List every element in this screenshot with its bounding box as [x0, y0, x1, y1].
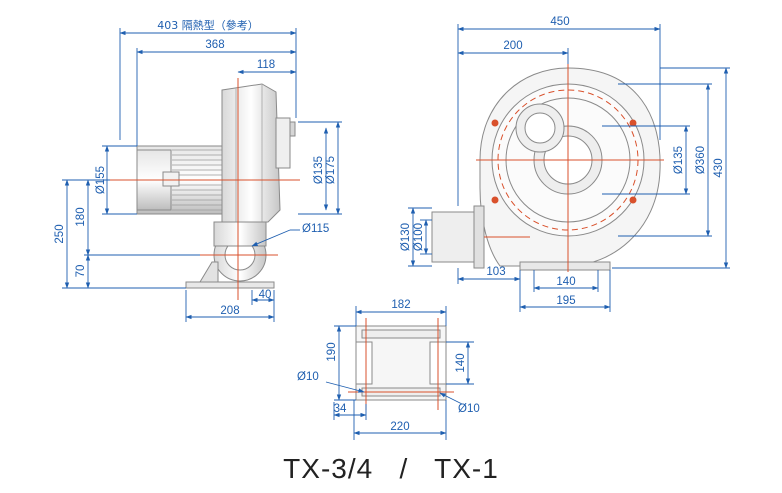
label-width: 450	[550, 16, 569, 28]
label-shaft-height: 180	[75, 207, 87, 226]
front-centerlines	[476, 64, 664, 272]
front-base	[519, 261, 611, 271]
base-view	[355, 325, 447, 401]
label-outlet-outer: Ø175	[325, 156, 337, 184]
front-view	[431, 67, 661, 271]
label-base-width: 182	[391, 299, 410, 311]
label-center-offset: 200	[503, 40, 522, 52]
blower-housing	[221, 83, 281, 223]
front-dimension-labels: 450 200 Ø135 Ø360 430 Ø130 Ø100 103 140 …	[400, 16, 725, 307]
label-inlet-offset: 118	[257, 59, 275, 71]
label-base-inner: 140	[556, 276, 575, 288]
base-centerlines	[348, 318, 454, 410]
front-dimensions	[408, 24, 730, 312]
label-hole-right: Ø10	[458, 403, 480, 415]
label-total-height: 250	[54, 224, 66, 243]
side-dimensions	[62, 28, 342, 322]
side-dimension-labels: 403 隔熱型（參考） 368 118 Ø155 Ø135 Ø175 Ø115 …	[54, 18, 337, 317]
base-dimension-labels: 182 190 140 Ø10 Ø10 34 220	[297, 299, 480, 433]
model-caption: TX-3/4 / TX-1	[283, 453, 499, 484]
label-height: 430	[713, 158, 725, 177]
label-outlet-inner-front: Ø100	[413, 223, 425, 251]
label-outlet-outer-front: Ø130	[400, 223, 412, 251]
base-dimensions	[325, 306, 474, 440]
side-centerlines	[110, 78, 300, 300]
label-outlet-offset: 103	[486, 266, 505, 278]
label-edge-offset: 34	[334, 403, 347, 415]
label-housing-diameter: Ø360	[695, 146, 707, 174]
label-base-length: 208	[220, 305, 239, 317]
label-base-foot: 40	[259, 289, 272, 301]
label-overall-length: 403 隔熱型（參考）	[157, 18, 259, 32]
label-base-outer: 195	[556, 295, 575, 307]
side-base	[185, 281, 275, 289]
side-view	[136, 83, 296, 289]
label-inlet-diameter: Ø135	[673, 146, 685, 174]
label-slot-length: 140	[455, 353, 467, 372]
terminal-box	[162, 171, 180, 187]
label-base-height: 70	[75, 265, 87, 278]
label-motor-diameter: Ø155	[95, 166, 107, 194]
label-outlet-inner: Ø135	[313, 156, 325, 184]
label-pipe-diameter: Ø115	[302, 223, 329, 235]
base-slot-left	[355, 341, 373, 385]
technical-drawing: 403 隔熱型（參考） 368 118 Ø155 Ø135 Ø175 Ø115 …	[54, 16, 730, 440]
label-hole-left: Ø10	[297, 371, 319, 383]
label-length: 368	[205, 39, 224, 51]
label-base-depth: 190	[326, 342, 338, 361]
inlet-flange	[275, 117, 291, 169]
label-overall-width: 220	[390, 421, 409, 433]
